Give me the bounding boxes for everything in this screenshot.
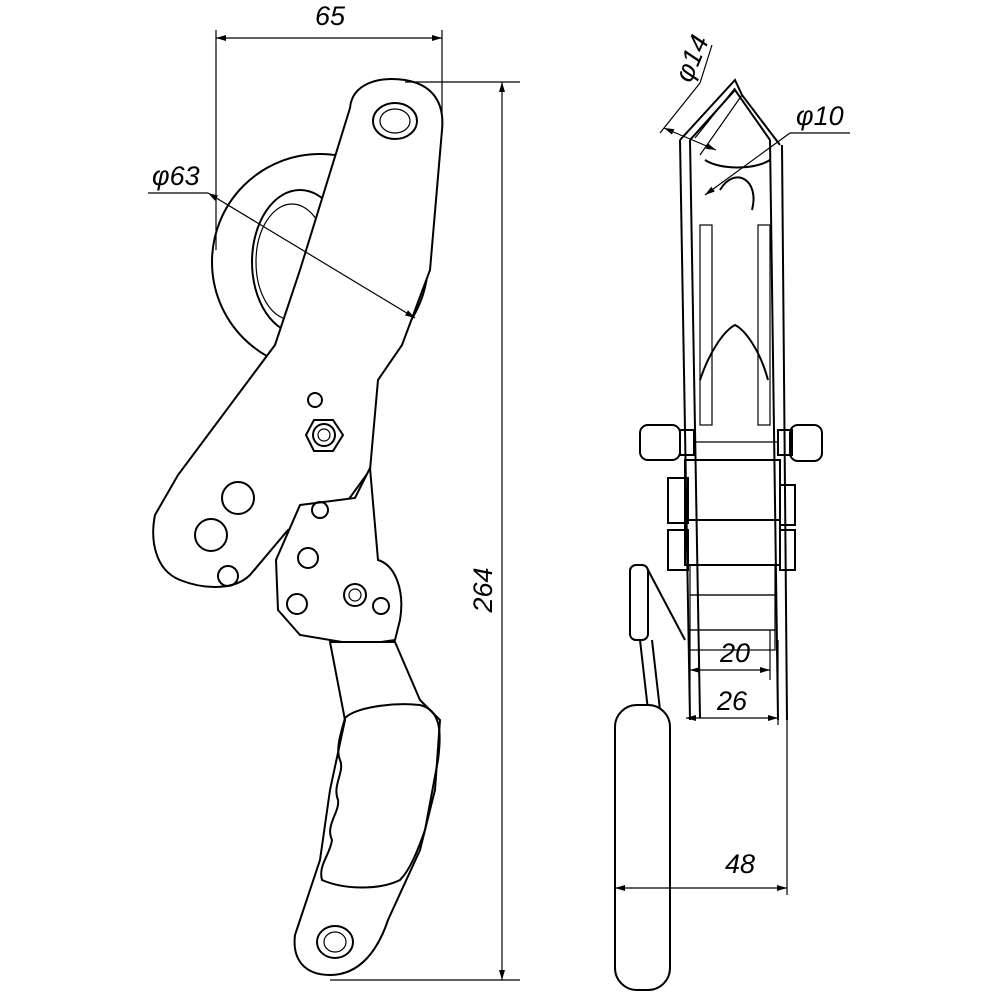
axle-bolt [639, 424, 823, 462]
dim-phi14-label: φ14 [669, 31, 715, 87]
side-view: 65 264 φ63 [148, 1, 520, 981]
handle-side-profile [614, 564, 686, 991]
dim-26-label: 26 [716, 686, 748, 716]
bottom-hole [316, 925, 354, 959]
hex-nut [304, 419, 345, 452]
dim-20-label: 20 [719, 638, 750, 668]
handle-grip [320, 703, 441, 889]
handle-lever [293, 641, 442, 977]
front-view: 20 26 48 φ14 φ10 [614, 31, 850, 991]
dim-phi10-label: φ10 [796, 101, 844, 131]
rope-groove [679, 78, 781, 146]
top-hole [372, 102, 418, 140]
dim-48-label: 48 [725, 849, 755, 879]
dim-65-label: 65 [315, 1, 346, 31]
dim-phi63-label: φ63 [152, 161, 200, 191]
dim-264-label: 264 [468, 567, 498, 613]
